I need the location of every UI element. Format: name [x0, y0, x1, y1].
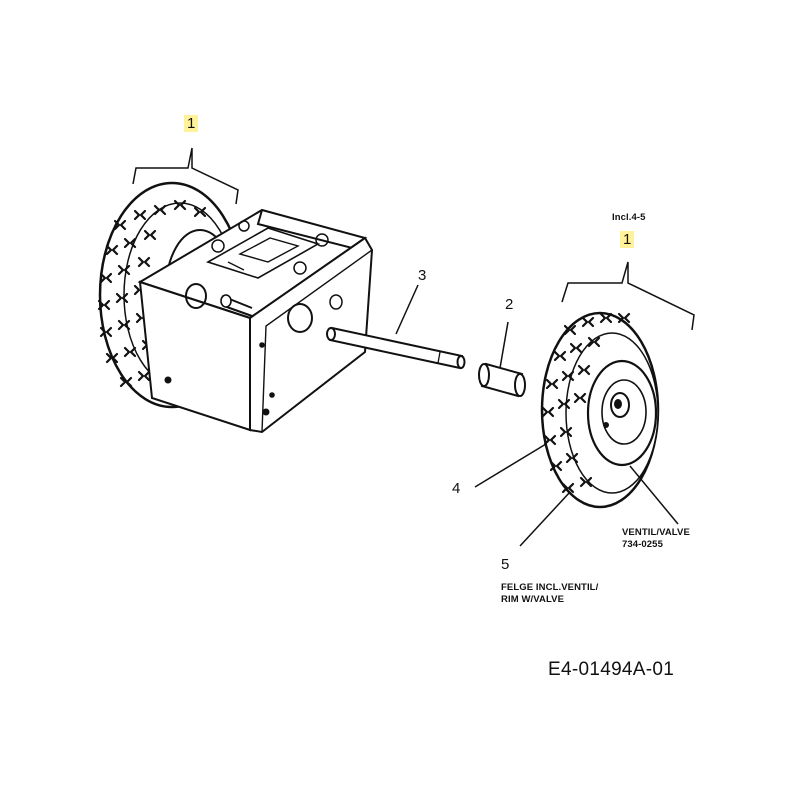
callout-1-left: 1: [184, 115, 199, 132]
callout-4: 4: [452, 480, 461, 497]
note-rim-line2: RIM W/VALVE: [501, 594, 565, 605]
callout-5: 5: [501, 556, 510, 573]
leader-lines: [132, 147, 695, 547]
wheel-housing: [137, 208, 374, 434]
right-wheel: [540, 311, 660, 509]
note-rim-line1: FELGE INCL.VENTIL/: [501, 582, 599, 593]
axle-shaft: [326, 326, 466, 370]
bracket-left-wheel: [132, 147, 239, 205]
leader-part-2: [499, 321, 509, 369]
leader-part-4: [474, 443, 547, 488]
spacer-tube: [478, 362, 526, 398]
drawing-code: E4-01494A-01: [548, 659, 675, 680]
note-valve-line1: VENTIL/VALVE: [622, 527, 690, 538]
callout-1-right-highlight: 1: [620, 231, 635, 248]
callout-3: 3: [418, 267, 427, 284]
callout-1-left-highlight: 1: [184, 115, 199, 132]
leader-valve: [629, 465, 679, 525]
right-wheel-rim: [586, 359, 658, 467]
callout-1-right: 1: [620, 231, 635, 248]
note-valve-line2: 734-0255: [622, 539, 663, 550]
leader-part-3: [395, 284, 419, 335]
callout-2: 2: [505, 296, 514, 313]
note-incl: Incl.4-5: [612, 212, 646, 223]
bracket-right-wheel: [561, 261, 695, 331]
leader-part-5: [519, 491, 571, 547]
